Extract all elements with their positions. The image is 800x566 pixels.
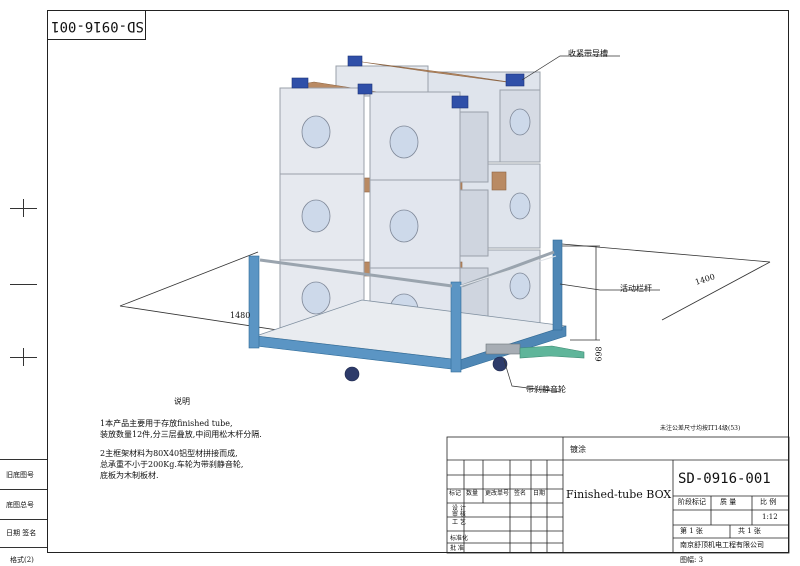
left-block-line [0, 459, 47, 460]
base-number-label: 底图总号 [6, 501, 34, 509]
rev-header-sign: 签名 [514, 490, 527, 497]
drawing-number: SD-0916-001 [678, 471, 771, 487]
callout-strap-groove: 收紧带导槽 [568, 49, 608, 58]
strap-clamps [291, 55, 525, 109]
date-sign-label: 日期 签名 [6, 529, 37, 537]
center-mark-mid [10, 284, 37, 285]
notes-line-1: 1本产品主要用于存放finished tube, [100, 419, 233, 428]
left-block-line [0, 519, 47, 520]
scale-label: 比 例 [760, 498, 777, 506]
casters [344, 343, 585, 382]
rev-header-qty: 数量 [466, 490, 479, 497]
left-block-line [0, 547, 47, 548]
notes-title: 说明 [174, 397, 190, 406]
rev-header-change: 更改单号 [485, 490, 510, 497]
old-drawing-label: 旧底图号 [6, 471, 34, 479]
role-design: 设 计 [452, 505, 466, 512]
notes-line-2: 装放数量12件,分三层叠放,中间用松木杆分隔. [100, 430, 262, 439]
callout-brake-caster: 带刹静音轮 [526, 385, 566, 394]
rotated-code-stamp: SD-0916-001 [47, 10, 146, 40]
center-mark-top-v [23, 199, 24, 217]
dimension-length: 1480 [230, 311, 251, 320]
scale-value: 1:12 [762, 513, 778, 521]
stage-mark-label: 阶段标记 [678, 498, 706, 506]
notes-line-3: 2主框架材料为80X40铝型材拼接而成, [100, 449, 238, 458]
weight-label: 质 量 [720, 498, 737, 506]
left-block-line [0, 489, 47, 490]
sheet-total: 共 1 张 [738, 527, 761, 535]
notes-line-5: 底板为木制板材. [100, 471, 159, 480]
rev-header-mark: 标记 [449, 490, 462, 497]
drawing-name: Finished-tube BOX [566, 488, 672, 501]
drawing-frame [47, 10, 789, 553]
rev-header-date: 日期 [533, 490, 546, 497]
role-standard: 标准化 [450, 535, 469, 542]
role-approve: 批 准 [450, 545, 464, 552]
role-review: 审 核 [452, 511, 466, 518]
notes-line-4: 总承重不小于200Kg.车轮为带刹静音轮, [100, 460, 244, 469]
center-mark-bottom-v [23, 348, 24, 366]
callout-movable-rail: 活动栏杆 [620, 284, 652, 293]
sheet-size-label: 图幅: 3 [680, 556, 704, 564]
tolerance-note: 未注公差尺寸均按IT14级(53) [660, 425, 741, 432]
coating-label: 镀涂 [570, 445, 586, 454]
role-process: 工 艺 [452, 519, 466, 526]
format-label: 格式(2) [10, 556, 34, 564]
leader-lines [503, 55, 660, 393]
company-name: 南京舒顶机电工程有限公司 [680, 541, 764, 549]
sheet-number: 第 1 张 [680, 527, 703, 535]
